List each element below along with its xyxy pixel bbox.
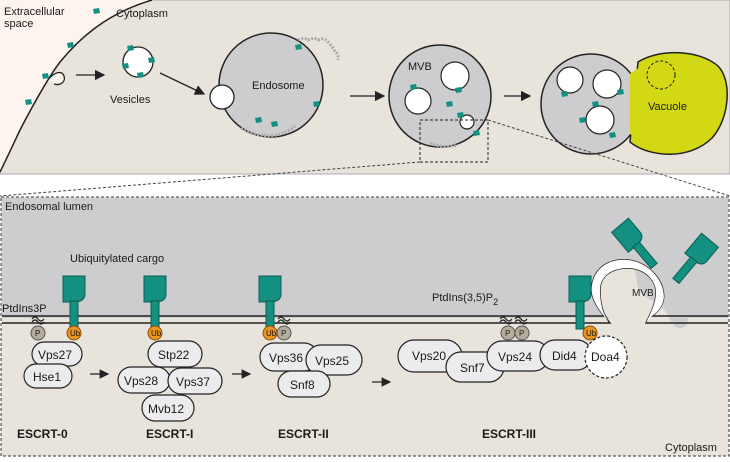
escrt-ii-label: ESCRT-II <box>278 427 329 441</box>
vacuole-label: Vacuole <box>648 101 687 113</box>
zoom-line-right <box>487 119 730 197</box>
protein-vps28: Vps28 <box>124 374 158 388</box>
protein-vps36: Vps36 <box>269 351 303 365</box>
zoom-line-left <box>0 161 421 197</box>
bottom-panel: Endosomal lumen Cytoplasm MVB Ubiquityla… <box>0 196 730 457</box>
escrt-iii-complex: P P Ub Vps20 Snf7 Vps24 Did4 Doa4 ESCRT-… <box>397 316 628 441</box>
plasma-membrane <box>0 0 153 173</box>
endosome-label: Endosome <box>252 80 305 92</box>
svg-text:Ub: Ub <box>586 329 597 338</box>
protein-vps25: Vps25 <box>315 354 349 368</box>
mvb-fused <box>540 53 642 155</box>
protein-snf7: Snf7 <box>460 361 485 375</box>
protein-vps37: Vps37 <box>176 375 210 389</box>
endosomal-lumen <box>2 198 728 328</box>
protein-vps27: Vps27 <box>38 348 72 362</box>
escrt-i-label: ESCRT-I <box>146 427 193 441</box>
escrt-0-label: ESCRT-0 <box>17 427 68 441</box>
protein-vps20: Vps20 <box>412 349 446 363</box>
extracellular-region <box>0 0 152 172</box>
svg-text:Ub: Ub <box>70 329 81 338</box>
svg-text:P: P <box>519 329 524 338</box>
cytoplasm-bottom-label: Cytoplasm <box>665 442 717 454</box>
escrt-ii-complex: Ub P Vps36 Vps25 Snf8 ESCRT-II <box>259 316 363 441</box>
escrt-0-complex: P Ub Vps27 Hse1 ESCRT-0 <box>17 325 83 441</box>
svg-text:Ub: Ub <box>266 329 277 338</box>
protein-snf8: Snf8 <box>290 378 315 392</box>
lumen-label: Endosomal lumen <box>5 201 93 213</box>
protein-vps24: Vps24 <box>498 350 532 364</box>
svg-text:P: P <box>505 329 510 338</box>
svg-text:P: P <box>35 329 40 338</box>
arrow-2 <box>159 72 206 95</box>
protein-doa4: Doa4 <box>591 350 620 364</box>
cytoplasm-top-label: Cytoplasm <box>116 8 168 20</box>
lipid-headgroup <box>31 316 45 322</box>
ptdins35p2-label: PtdIns(3,5)P2 <box>432 292 498 307</box>
protein-did4: Did4 <box>552 349 577 363</box>
ptdins3p-label: PtdIns3P <box>2 303 47 315</box>
protein-stp22: Stp22 <box>158 348 190 362</box>
vesicle <box>122 46 154 78</box>
svg-text:Ub: Ub <box>151 329 162 338</box>
vesicles-label: Vesicles <box>110 94 151 106</box>
svg-text:P: P <box>281 329 286 338</box>
cargo-label: Ubiquitylated cargo <box>70 253 164 265</box>
escrt-i-complex: Ub Stp22 Vps28 Vps37 Mvb12 ESCRT-I <box>117 325 223 441</box>
protein-hse1: Hse1 <box>33 370 61 384</box>
mvb-bottom-label: MVB <box>632 288 654 299</box>
mvb-top-label: MVB <box>408 61 432 73</box>
escrt-iii-label: ESCRT-III <box>482 427 536 441</box>
protein-mvb12: Mvb12 <box>148 402 184 416</box>
